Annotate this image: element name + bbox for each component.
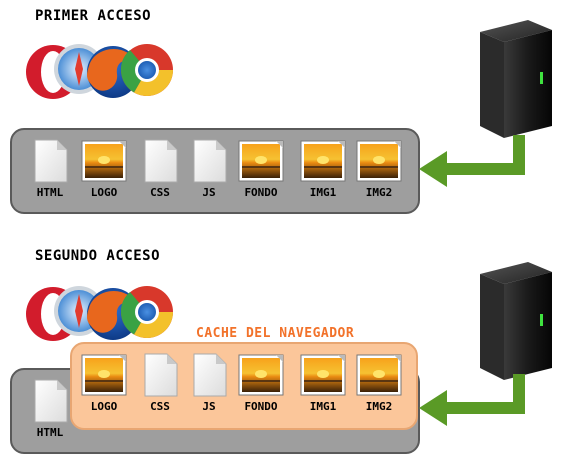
cached-file-fondo: FONDO bbox=[238, 352, 284, 420]
image-file-icon bbox=[81, 354, 127, 396]
chrome-icon bbox=[120, 286, 173, 338]
document-icon bbox=[34, 139, 68, 183]
image-file-icon bbox=[356, 140, 402, 182]
document-icon bbox=[144, 353, 178, 397]
file-label: CSS bbox=[150, 400, 170, 413]
file-logo: LOGO bbox=[81, 138, 127, 206]
file-label: CSS bbox=[150, 186, 170, 199]
image-file-icon bbox=[238, 354, 284, 396]
file-html: HTML bbox=[27, 138, 73, 206]
server-icon bbox=[470, 20, 560, 142]
cached-file-img2: IMG2 bbox=[356, 352, 402, 420]
file-css: CSS bbox=[137, 138, 183, 206]
image-file-icon bbox=[81, 140, 127, 182]
server-icon bbox=[470, 262, 560, 384]
green-arrow-icon bbox=[415, 374, 530, 438]
cached-file-js: JS bbox=[186, 352, 232, 420]
cached-file-img1: IMG1 bbox=[300, 352, 346, 420]
file-label: JS bbox=[202, 186, 216, 199]
green-arrow-icon bbox=[415, 135, 530, 199]
image-file-icon bbox=[238, 140, 284, 182]
file-label: LOGO bbox=[90, 186, 118, 199]
first-access-title: PRIMER ACCESO bbox=[35, 8, 152, 24]
document-icon bbox=[34, 379, 68, 423]
file-label: IMG2 bbox=[365, 400, 393, 413]
file-html: HTML bbox=[27, 378, 73, 446]
file-label: FONDO bbox=[244, 186, 278, 199]
file-label: IMG2 bbox=[365, 186, 393, 199]
browser-logos bbox=[25, 38, 175, 102]
image-file-icon bbox=[300, 140, 346, 182]
cached-file-css: CSS bbox=[137, 352, 183, 420]
document-icon bbox=[193, 139, 227, 183]
file-label: FONDO bbox=[244, 400, 278, 413]
document-icon bbox=[193, 353, 227, 397]
browser-logos-2 bbox=[25, 280, 175, 344]
file-js: JS bbox=[186, 138, 232, 206]
image-file-icon bbox=[300, 354, 346, 396]
file-fondo: FONDO bbox=[238, 138, 284, 206]
image-file-icon bbox=[356, 354, 402, 396]
file-label: IMG1 bbox=[309, 186, 337, 199]
file-label: LOGO bbox=[90, 400, 118, 413]
file-label: HTML bbox=[36, 186, 64, 199]
chrome-icon bbox=[120, 44, 173, 96]
file-img1: IMG1 bbox=[300, 138, 346, 206]
file-label: IMG1 bbox=[309, 400, 337, 413]
file-label: JS bbox=[202, 400, 216, 413]
cache-label: CACHE DEL NAVEGADOR bbox=[196, 326, 355, 341]
second-access-title: SEGUNDO ACCESO bbox=[35, 248, 161, 264]
file-label: HTML bbox=[36, 426, 64, 439]
document-icon bbox=[144, 139, 178, 183]
cached-file-logo: LOGO bbox=[81, 352, 127, 420]
file-img2: IMG2 bbox=[356, 138, 402, 206]
